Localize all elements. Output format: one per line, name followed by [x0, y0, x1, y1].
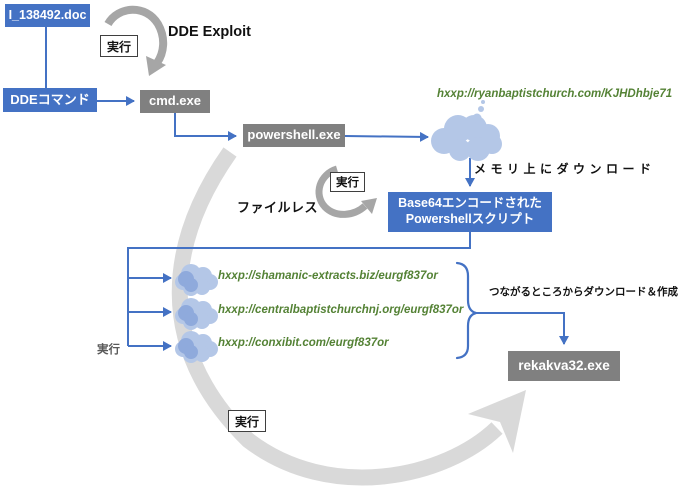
memory-download-label: メモリ上にダウンロード [474, 162, 656, 176]
exec-badge-top-label: 実行 [106, 39, 131, 54]
connector-cmd-to-powershell [174, 113, 237, 141]
node-doc-label: I_138492.doc [8, 7, 87, 22]
exec-badge-middle: 実行 [330, 172, 365, 192]
exec-badge-bottom-label: 実行 [234, 414, 259, 429]
mirror-cloud-icon-3 [175, 331, 218, 363]
exec-curved-arrow-middle-icon [315, 165, 377, 218]
main-url-text: hxxp://ryanbaptistchurch.com/KJHDhbje71 [437, 88, 673, 100]
mirror-url-2: hxxp://centralbaptistchurchnj.org/eurgf8… [218, 304, 464, 316]
connector-powershell-to-cloud [344, 131, 429, 142]
mirror-url-3: hxxp://conxibit.com/eurgf837or [218, 337, 389, 349]
node-dde-command-label: DDEコマンド [10, 91, 90, 107]
connector-lines [45, 27, 569, 351]
dde-exploit-label: DDE Exploit [168, 24, 251, 40]
download-cloud-icon [431, 100, 502, 161]
node-powershell-label: powershell.exe [247, 127, 341, 143]
mirror-url-1: hxxp://shamanic-extracts.biz/eurgf837or [218, 270, 438, 282]
connector-base64-to-branches [127, 232, 471, 346]
node-payload: rekakva32.exe [508, 351, 620, 381]
node-powershell: powershell.exe [243, 124, 345, 147]
mirror-cloud-icon-1 [175, 264, 218, 296]
node-base64-line1: Base64エンコードされた [398, 196, 542, 211]
node-cmd: cmd.exe [140, 90, 210, 113]
connector-brace-to-payload [476, 312, 569, 345]
fileless-label: ファイルレス [237, 200, 319, 215]
mirror-cloud-icon-2 [175, 298, 218, 330]
node-base64-line2: Powershellスクリプト [405, 212, 535, 226]
exec-badge-bottom: 実行 [228, 410, 266, 432]
big-curved-flow-arrow-icon [171, 147, 526, 486]
node-payload-label: rekakva32.exe [518, 357, 610, 373]
exec-text-left: 実行 [97, 344, 120, 356]
curly-brace [455, 261, 477, 360]
node-dde-command: DDEコマンド [3, 88, 97, 112]
node-doc: I_138492.doc [5, 4, 90, 27]
node-base64-script: Base64エンコードされた Powershellスクリプト [388, 192, 552, 232]
exec-badge-middle-label: 実行 [336, 177, 359, 189]
download-create-label: つながるところからダウンロード＆作成 [489, 286, 678, 298]
exec-badge-top: 実行 [100, 35, 138, 57]
exec-curved-arrow-top-icon [104, 5, 168, 76]
node-cmd-label: cmd.exe [148, 93, 202, 109]
